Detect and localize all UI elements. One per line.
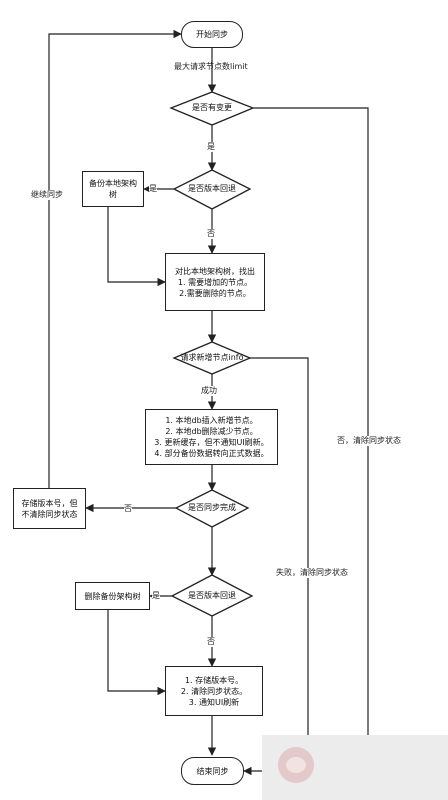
arrow-backup-to-compare xyxy=(107,207,166,287)
label-no-rollback-1: 否 xyxy=(207,229,215,239)
label-continue-sync: 继续同步 xyxy=(31,190,63,200)
process-line-4: 4. 部分备份数据转向正式数据。 xyxy=(154,449,269,458)
process-line-2: 2. 本地db删除减少节点。 xyxy=(165,427,258,436)
store-version-box: 存储版本号，但 不清除同步状态 xyxy=(13,488,86,529)
decision-sync-done xyxy=(174,489,250,528)
arrow-delete-to-finalize xyxy=(107,610,166,696)
sync-done-text: 是否同步完成 xyxy=(188,503,236,512)
rollback-1-text: 是否版本回退 xyxy=(188,184,236,193)
max-limit-text: 最大请求节点数limit xyxy=(174,62,248,71)
compare-line-1: 对比本地架构树，找出 xyxy=(175,266,255,276)
start-terminal: 开始同步 xyxy=(181,21,243,48)
end-terminal: 结束同步 xyxy=(181,757,244,785)
has-changes-text: 是否有变更 xyxy=(192,103,232,112)
decision-has-changes xyxy=(169,91,255,126)
finalize-line-2: 2. 清除同步状态。 xyxy=(180,686,248,696)
request-info-text: 请求新增节点info xyxy=(180,353,244,362)
finalize-line-1: 1. 存储版本号。 xyxy=(184,675,244,685)
finalize-box: 1. 存储版本号。 2. 清除同步状态。 3. 通知UI刷新 xyxy=(165,666,263,716)
compare-line-3: 2.需要删除的节点。 xyxy=(179,288,251,298)
label-success: 成功 xyxy=(201,386,217,396)
watermark xyxy=(262,735,448,800)
store-version-line-1: 存储版本号，但 xyxy=(21,498,78,508)
delete-backup-box: 删除备份架构树 xyxy=(75,582,150,610)
backup-tree-label: 备份本地架构树 xyxy=(89,179,137,199)
delete-backup-label: 删除备份架构树 xyxy=(84,591,141,601)
process-line-1: 1. 本地db插入新增节点。 xyxy=(165,416,258,425)
compare-box: 对比本地架构树，找出 1. 需要增加的节点。 2.需要删除的节点。 xyxy=(165,253,265,311)
process-line-3: 3. 更新缓存，但不通知UI刷新。 xyxy=(154,438,269,447)
arrow-request-fail xyxy=(248,357,309,771)
decision-request-info xyxy=(172,341,252,375)
arrow-continue-sync xyxy=(48,29,182,488)
label-yes-changes: 是 xyxy=(207,142,215,152)
decision-rollback-1 xyxy=(172,169,252,210)
rollback-2-text: 是否版本回退 xyxy=(188,591,236,600)
finalize-line-3: 3. 通知UI刷新 xyxy=(188,697,240,707)
label-fail-clear-state: 失败，清除同步状态 xyxy=(276,568,348,578)
watermark-logo-icon xyxy=(278,747,314,783)
process-box: 1. 本地db插入新增节点。 2. 本地db删除减少节点。 3. 更新缓存，但不… xyxy=(145,409,278,465)
label-no-rollback-2: 否 xyxy=(207,637,215,647)
compare-line-2: 1. 需要增加的节点。 xyxy=(177,277,253,287)
label-yes-rollback-2: 是 xyxy=(152,591,160,601)
store-version-line-2: 不清除同步状态 xyxy=(21,509,78,519)
label-no-clear-state: 否，清除同步状态 xyxy=(337,436,401,446)
label-yes-rollback-1: 是 xyxy=(149,184,157,194)
backup-tree-box: 备份本地架构树 xyxy=(82,171,144,207)
end-label: 结束同步 xyxy=(196,766,229,776)
decision-rollback-2 xyxy=(170,574,254,617)
start-label: 开始同步 xyxy=(196,30,228,39)
label-no-sync-done: 否 xyxy=(124,504,132,514)
